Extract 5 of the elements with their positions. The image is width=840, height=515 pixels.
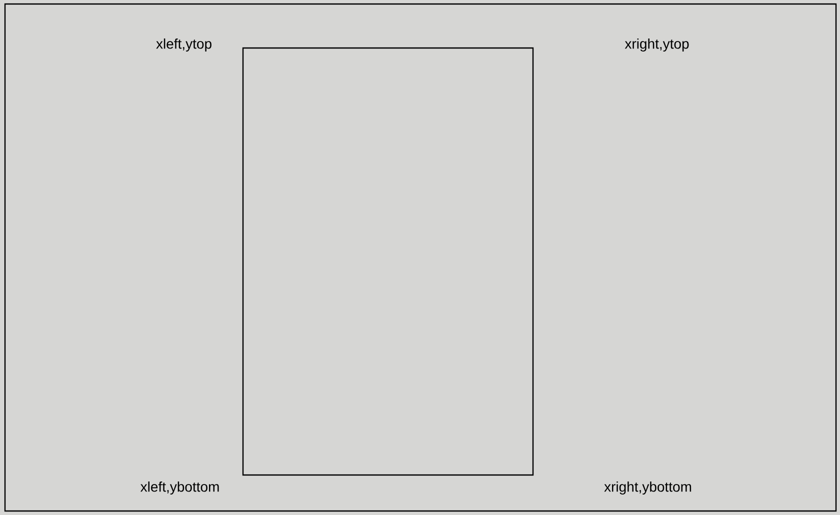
corner-label: xright,ybottom <box>604 481 692 495</box>
window-rectangle <box>242 47 534 476</box>
corner-label: xleft,ybottom <box>140 481 219 495</box>
corner-label: xright,ytop <box>624 38 689 52</box>
corner-label: xleft,ytop <box>156 38 212 52</box>
